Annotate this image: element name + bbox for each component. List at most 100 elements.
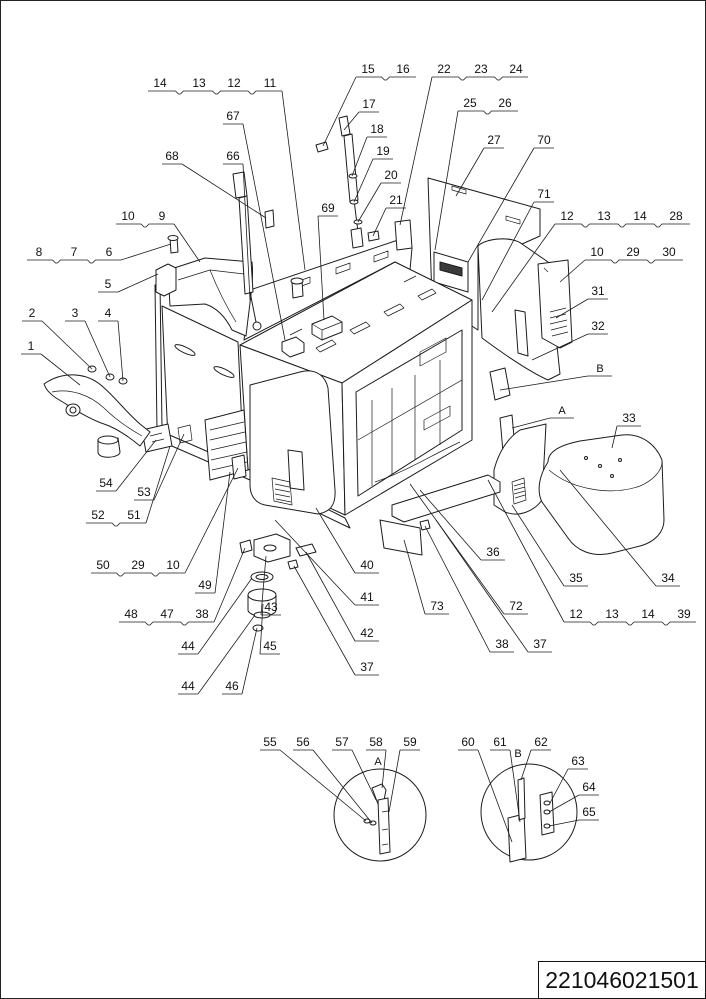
detail-b-rod [517,777,526,821]
hood-hole [610,474,614,478]
callout-number: 49 [198,578,212,592]
detail-marker-b: B [596,363,603,375]
callout-number: 10 [121,209,135,223]
frame-left-upright [154,281,163,431]
leader-line [353,158,374,203]
callout-number: 69 [321,201,335,215]
battery-box-69-top [311,321,343,340]
leader-line [419,489,482,561]
callout-number: 18 [370,122,384,136]
callout-number: 38 [495,637,509,651]
detail-a-bar [377,797,391,855]
leader-line [274,519,356,606]
callout-underline [148,90,282,95]
callout-number: 48 [124,607,138,621]
battery-compartment-opening [355,329,463,497]
leader-line [357,182,382,223]
callout-number: 42 [360,626,374,640]
leader-line [487,479,565,623]
callout-number: 37 [533,637,547,651]
detail-view-a [333,768,427,862]
leader-line [559,259,586,283]
leader-line [260,555,267,616]
lower-left-bracket [141,423,173,453]
bracket-22 [394,219,413,251]
callout-number: 37 [360,660,374,674]
callout-number: 52 [91,508,105,522]
callout-number: 63 [571,754,585,768]
detail-b-title: B [514,748,521,760]
callout-number: 7 [71,245,78,259]
callout-number: 67 [226,109,240,123]
leader-line [424,525,491,653]
callout-number: 3 [72,306,79,320]
ring-44-inner [255,574,269,580]
leader-line [322,76,357,147]
callout-number: 51 [127,508,141,522]
callout-number: 47 [160,607,174,621]
leader-line [399,76,433,226]
callout-number: 25 [463,96,477,110]
leader-line [214,471,231,594]
frame-top-holes [289,275,437,353]
drawing-number: 221046021501 [538,961,706,999]
callout-number: 1 [28,339,35,353]
callout-number: 58 [369,735,383,749]
leader-line [548,819,580,827]
callout-number: 29 [626,245,640,259]
callout-number: 71 [537,187,551,201]
callout-number: 13 [192,76,206,90]
callout-number: 10 [590,245,604,259]
detail-a-title: A [374,756,382,768]
callout-number: 64 [582,780,596,794]
callout-number: 14 [633,209,647,223]
callout-number: 62 [534,735,548,749]
callout-number: 17 [362,97,376,111]
leader-line [509,749,521,823]
callout-number: 34 [661,571,675,585]
callout-number: 45 [263,639,277,653]
leader-line [520,749,532,781]
hinge-b [489,367,511,401]
detail-b-bolt [543,800,551,806]
bracket-fasteners [149,424,193,444]
callout-number: 15 [361,62,375,76]
compartment-internals [357,337,463,486]
side-wall-slot [213,366,235,378]
leader-line [115,439,157,492]
callout-number: 20 [384,168,398,182]
leader-line [549,768,569,804]
callout-number: 68 [165,149,179,163]
roller-hub-bore [69,406,77,414]
leader-line [467,147,535,263]
bolt-21 [367,230,380,242]
leader-line [409,483,505,615]
leader-line [381,749,387,789]
leader-line [153,433,185,501]
leader-line [213,547,246,623]
main-assembly [43,115,665,632]
leader-line [351,136,368,177]
callout-underline [585,259,683,264]
leader-line [499,375,589,391]
callout-number: 13 [605,607,619,621]
callout-underline [86,522,146,527]
callout-number: 46 [225,679,239,693]
callout-number: 9 [159,209,166,223]
leader-line [511,504,565,587]
callout-number: 14 [153,76,167,90]
leader-line [372,207,387,237]
detail-b-bolt [543,809,551,815]
leader-line [84,320,111,378]
track-fender [43,374,151,447]
callout-number: 53 [137,485,151,499]
callout-number: 11 [264,76,277,90]
callout-number: 32 [591,319,605,333]
callout-number: 54 [99,476,113,490]
leader-line [241,627,258,695]
washer-46 [252,624,264,632]
callout-number: 13 [597,209,611,223]
callout-number: 10 [166,558,180,572]
leader-line [343,111,360,131]
